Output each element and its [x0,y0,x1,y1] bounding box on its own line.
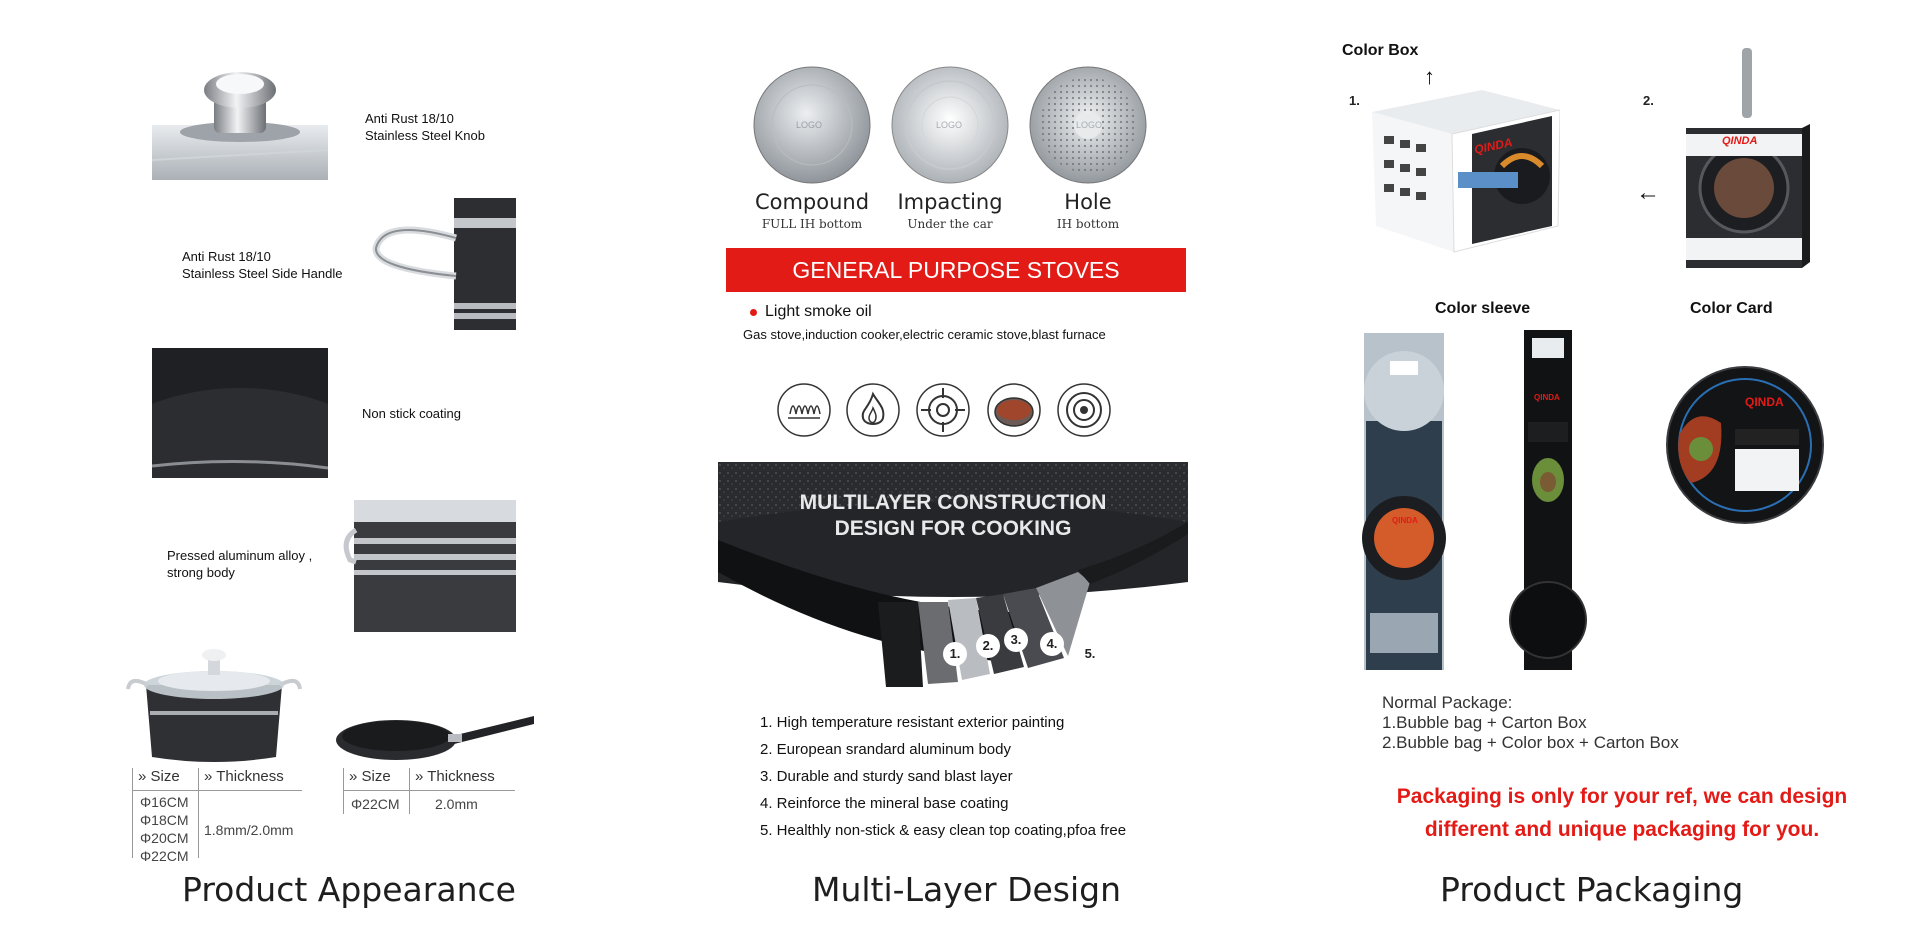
box-number-1: 1. [1349,93,1360,108]
handle-photo [364,198,516,330]
pan-box-image [1686,48,1810,268]
section-title-appearance: Product Appearance [182,870,516,909]
hole-name: Hole [1064,190,1112,214]
color-card-brand: QINDA [1745,395,1784,409]
pot-size-cell: Φ18CM [140,812,189,828]
pot-size-table: » Size » Thickness Φ16CM Φ18CM Φ20CM Φ22… [132,768,302,864]
impacting-name: Impacting [897,190,1003,214]
feature-item: 4. Reinforce the mineral base coating [760,795,1009,812]
normal-package-title: Normal Package: [1382,693,1513,712]
feature-item: 5. Healthly non-stick & easy clean top c… [760,822,1127,839]
layer-number-5: 5. [1078,642,1102,666]
pan-thickness-header: Thickness [427,768,495,785]
fry-pan-photo [334,708,536,764]
coating-label: Non stick coating [362,406,461,421]
pan-box-brand: QINDA [1722,135,1758,147]
ceramic-plate-icon [986,382,1042,438]
multilayer-construction-illustration [718,462,1188,697]
feature-item: 1. High temperature resistant exterior p… [760,714,1065,731]
pot-size-cell: Φ22CM [140,848,189,864]
hole-bottom-disc [1028,65,1148,185]
compound-bottom-disc [752,65,872,185]
package-option-2: 2.Bubble bag + Color box + Carton Box [1382,733,1679,752]
impacting-bottom-disc [890,65,1010,185]
pot-size-cell: Φ16CM [140,794,189,810]
induction-coil-icon [776,382,832,438]
construction-title: MULTILAYER CONSTRUCTION DESIGN FOR COOKI… [799,491,1107,540]
color-card-image [1665,365,1825,525]
flame-icon [845,382,901,438]
pan-size-header: Size [361,768,391,785]
body-label: Pressed aluminum alloy , strong body [167,548,313,580]
pan-size-cell: Φ22CM [351,796,400,812]
layer-number-2: 2. [976,634,1000,658]
gas-burner-icon [915,382,971,438]
box-number-2: 2. [1643,93,1654,108]
color-box-label: Color Box [1342,42,1419,59]
impacting-sub: Under the car [907,217,993,231]
feature-item: 3. Durable and sturdy sand blast layer [760,768,1013,785]
coating-photo [152,348,328,478]
section-title-packaging: Product Packaging [1440,870,1744,909]
color-card-label: Color Card [1690,300,1773,317]
smoke-oil-label: Light smoke oil [765,303,872,320]
color-sleeve-image-2 [1506,330,1590,670]
pan-size-table: » Size » Thickness Φ22CM 2.0mm [343,768,515,814]
impacting-logo: LOGO [936,120,963,130]
sleeve-2-brand: QINDA [1534,393,1560,402]
knob-label: Anti Rust 18/10 Stainless Steel Knob [365,111,485,143]
hole-sub: IH bottom [1056,217,1120,231]
pot-size-header: Size [150,768,180,785]
compound-sub: FULL IH bottom [761,217,863,231]
pot-size-cell: Φ20CM [140,830,189,846]
left-arrow-icon: ← [1636,179,1660,206]
layer-number-3: 3. [1004,628,1028,652]
electric-hob-icon [1056,382,1112,438]
package-option-1: 1.Bubble bag + Carton Box [1382,713,1587,732]
stoves-text: Gas stove,induction cooker,electric cera… [743,327,1106,342]
compound-logo: LOGO [796,120,823,130]
color-sleeve-image-1 [1360,333,1450,670]
color-sleeve-label: Color sleeve [1435,300,1531,317]
pot-thickness-cell: 1.8mm/2.0mm [204,822,294,838]
sleeve-1-brand: QINDA [1392,516,1418,525]
handle-label: Anti Rust 18/10 Stainless Steel Side Han… [182,249,343,281]
bullet-dot [750,309,757,316]
packaging-custom-note: Packaging is only for your ref, we can d… [1396,785,1848,841]
feature-item: 2. European srandard aluminum body [760,741,1011,758]
layer-number-4: 4. [1040,632,1064,656]
general-purpose-banner: GENERAL PURPOSE STOVES [726,248,1186,292]
compound-name: Compound [754,190,870,214]
color-box-image [1372,76,1560,254]
pot-thickness-header: Thickness [216,768,284,785]
knob-photo [152,50,328,180]
hole-logo: LOGO [1076,120,1103,130]
section-title-multilayer: Multi-Layer Design [812,870,1122,909]
stockpot-photo [124,645,304,765]
up-arrow-icon: ↑ [1424,64,1435,89]
layer-number-1: 1. [943,642,967,666]
pan-thickness-cell: 2.0mm [435,796,478,812]
body-photo [340,500,516,632]
